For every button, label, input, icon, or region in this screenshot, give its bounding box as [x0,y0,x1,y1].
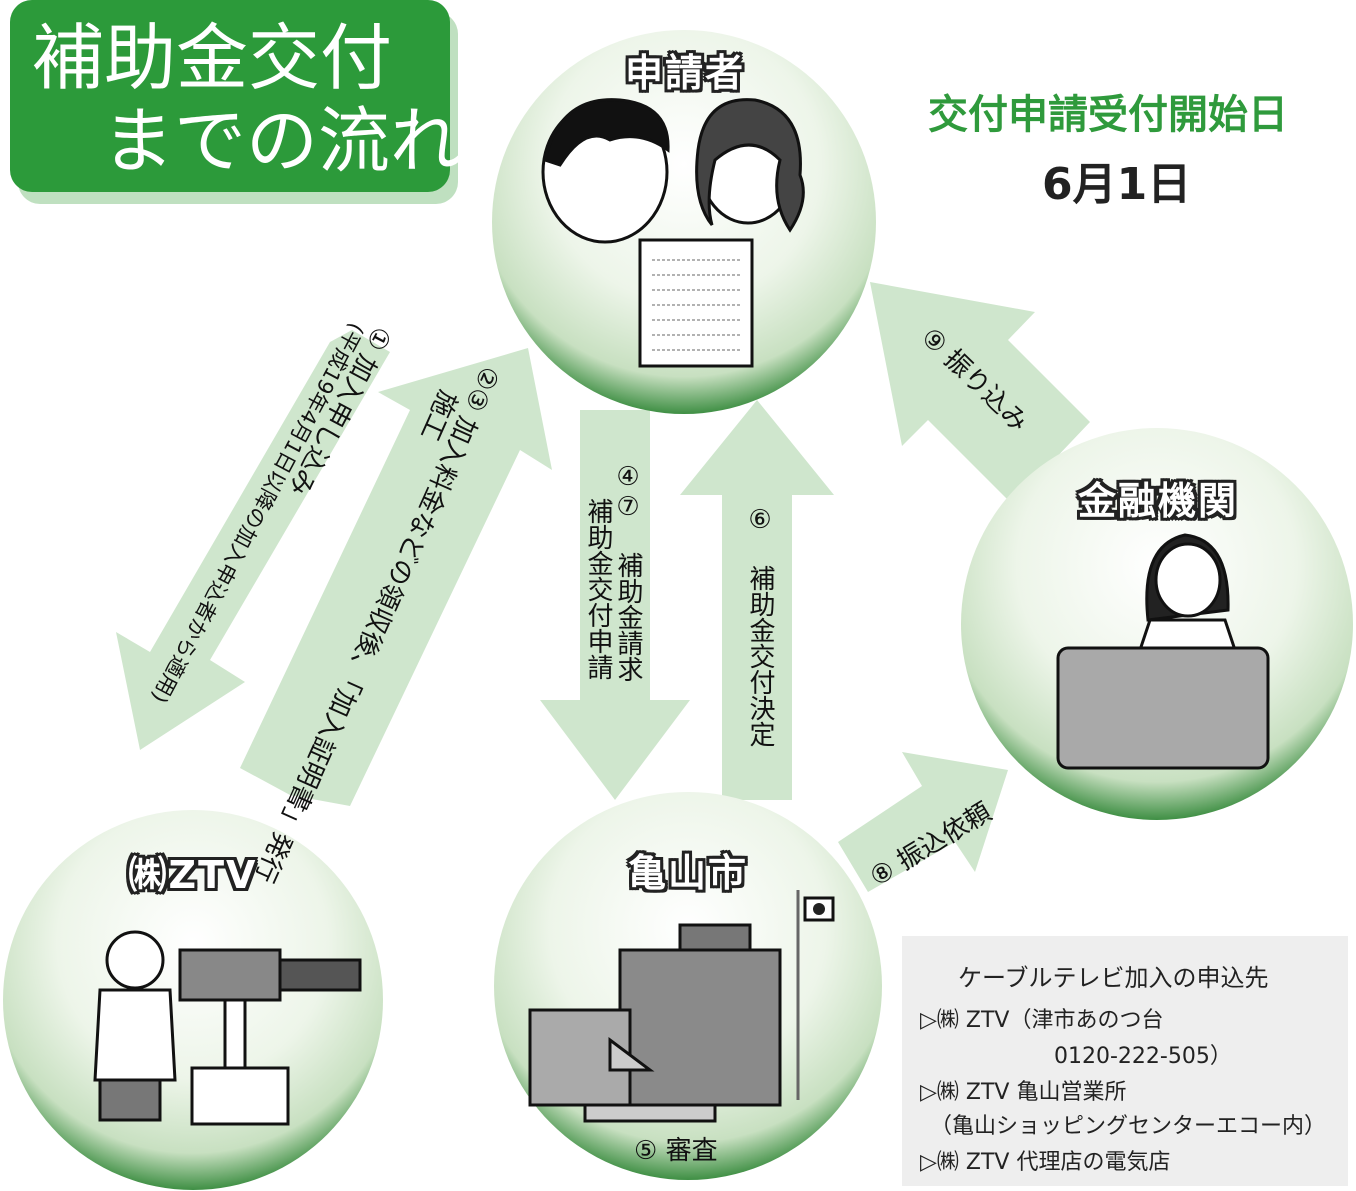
step6-number: ⑥ [745,505,775,535]
arrow-step4-7 [540,410,690,800]
node-applicant-label: 申請者 [624,51,745,95]
step4-7-number: ④⑦ [613,462,643,522]
step4-7-label-1: 補助金請求 [613,552,643,682]
contact-ztv-agents: ▷㈱ ZTV 代理店の電気店 [920,1150,1171,1175]
city-hall-illustration [528,890,835,1123]
arrow-step6 [680,400,834,800]
contact-ztv-main: ▷㈱ ZTV（津市あのつ台 [920,1008,1164,1033]
applicant-illustration [541,98,805,368]
start-date: 6月1日 [1042,159,1192,210]
step6-group: ⑥ 補助金交付決定 [745,505,775,747]
arrow-step8 [838,752,1008,892]
step5-label: ⑤ 審査 [634,1136,718,1166]
arrow-step1 [116,330,390,750]
node-bank-label: 金融機関 [1077,479,1238,523]
contact-ztv-kameyama: ▷㈱ ZTV 亀山営業所 [920,1080,1127,1105]
title-line-1: 補助金交付 [32,16,393,100]
arrows [116,282,1090,892]
contact-box: ケーブルテレビ加入の申込先 ▷㈱ ZTV（津市あのつ台 0120-222-505… [902,936,1348,1186]
arrow-step2-3 [240,348,552,806]
contact-heading: ケーブルテレビ加入の申込先 [958,964,1269,992]
title-box: 補助金交付 までの流れ [10,0,462,192]
node-ztv-label: ㈱ZTV [128,853,258,897]
bank-illustration [1056,533,1270,770]
arrow-step9 [870,282,1090,502]
ztv-illustration [93,930,362,1126]
start-heading: 交付申請受付開始日 [928,92,1288,138]
contact-ztv-phone: 0120-222-505） [1054,1044,1232,1069]
step4-7-label-2: 補助金交付申請 [583,498,613,680]
step6-label: 補助金交付決定 [745,565,775,747]
step4-7-group: ④⑦ 補助金請求 [613,462,643,682]
title-line-2: までの流れ [102,99,463,183]
node-city-label: 亀山市 [627,851,748,895]
contact-ztv-kameyama-location: （亀山ショッピングセンターエコー内） [930,1114,1327,1139]
